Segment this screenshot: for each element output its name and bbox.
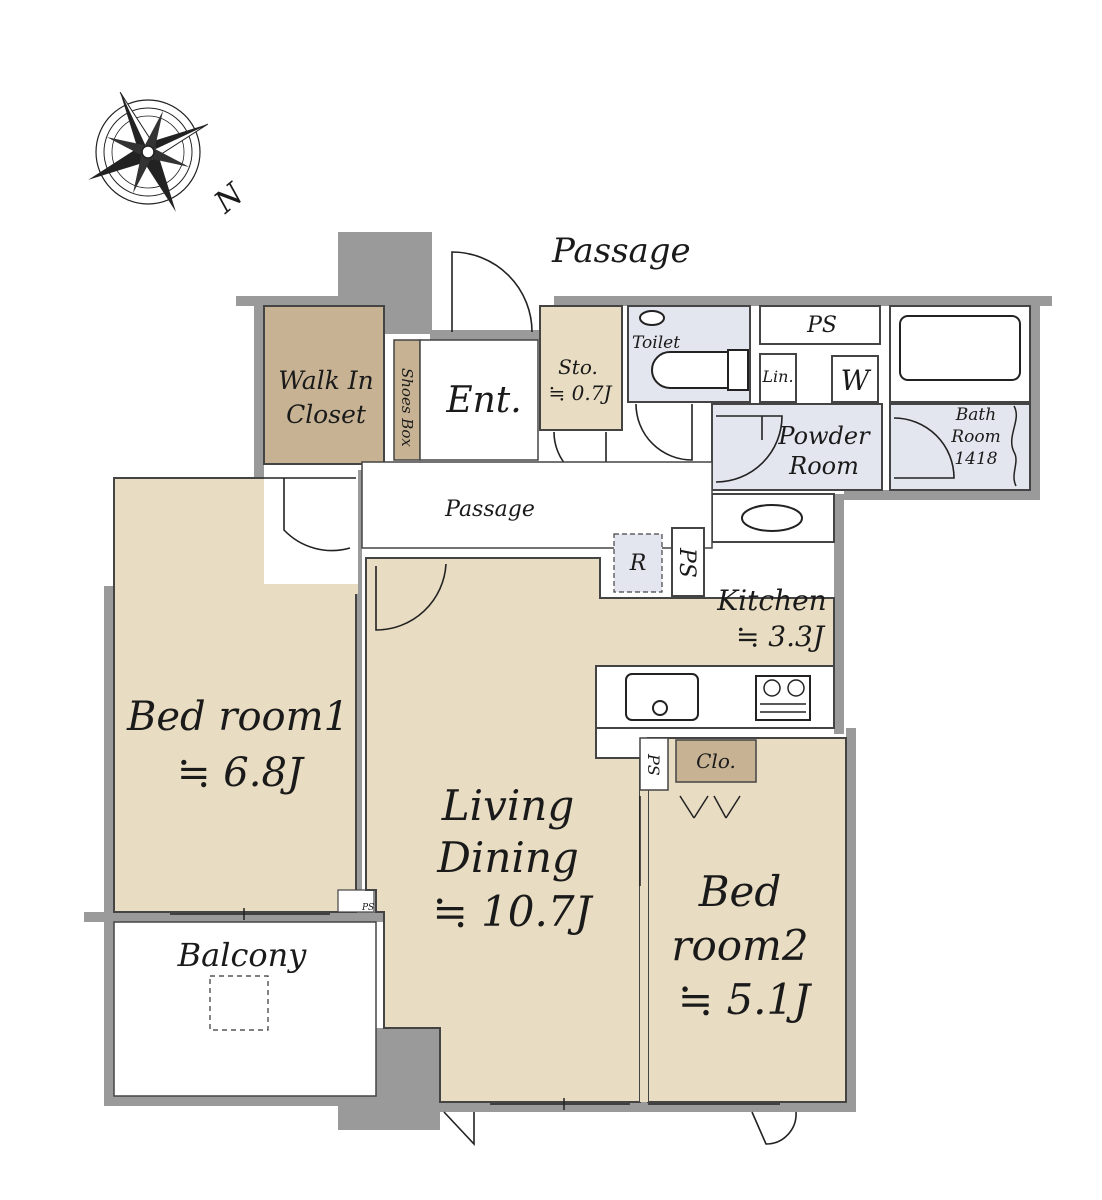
storage-size: ≒ 0.7J — [549, 381, 613, 405]
closet-label: Clo. — [696, 749, 736, 773]
linen-label: Lin. — [761, 367, 793, 386]
living-size: ≒ 10.7J — [433, 887, 594, 936]
storage-room — [539, 305, 623, 431]
balcony-label: Balcony — [177, 936, 308, 974]
inner-passage — [361, 461, 713, 549]
storage-label: Sto. — [558, 355, 598, 379]
ps-kitchen-label: PS — [674, 547, 699, 578]
ps-top — [759, 305, 881, 345]
washer-label: W — [841, 364, 872, 397]
stove-icon — [755, 675, 811, 721]
bath-room-label-3: 1418 — [954, 449, 997, 469]
bath-room-door — [893, 417, 955, 479]
inner-passage-label: Passage — [444, 497, 535, 522]
bedroom-2-size: ≒ 5.1J — [678, 975, 812, 1024]
ps-small — [337, 889, 375, 913]
toilet-door — [635, 403, 693, 461]
bedroom-1-door — [283, 478, 351, 552]
entrance — [419, 339, 539, 461]
shoes-box-label: Shoes Box — [398, 368, 416, 447]
toilet-label: Toilet — [632, 333, 680, 353]
kitchen-sink-icon — [625, 673, 699, 721]
ps-top-label: PS — [806, 313, 837, 338]
bedroom-2 — [647, 737, 847, 1103]
north-label: N — [207, 176, 252, 221]
living-door — [375, 563, 447, 631]
kitchen-label: Kitchen — [716, 584, 826, 617]
bedroom-2-label-1: Bed — [698, 867, 782, 916]
balcony — [113, 921, 377, 1097]
entrance-door — [451, 251, 533, 333]
walk-in-closet — [263, 305, 385, 465]
bath-room-label-2: Room — [950, 427, 1000, 447]
powder-room — [711, 403, 883, 491]
ps-bed2 — [639, 737, 669, 791]
powder-room-label-2: Room — [788, 452, 859, 480]
bedroom-1-size: ≒ 6.8J — [177, 750, 305, 796]
linen-closet — [759, 353, 797, 403]
fridge-label: R — [629, 551, 647, 576]
balcony-door-swing-left — [443, 1111, 475, 1147]
bedroom-1-label: Bed room1 — [126, 694, 349, 740]
balcony-door-swing-right — [751, 1111, 797, 1145]
outer-passage-label: Passage — [551, 231, 691, 271]
closet-doors — [679, 795, 741, 819]
balcony-hatch — [209, 975, 269, 1031]
entrance-label: Ent. — [445, 380, 521, 421]
toilet-tank-icon — [639, 310, 665, 326]
shoes-box — [393, 339, 421, 461]
walk-in-closet-label-2: Closet — [286, 400, 367, 429]
kitchen-size: ≒ 3.3J — [736, 620, 826, 653]
washer — [831, 355, 879, 403]
fridge-space — [613, 533, 663, 593]
bath-room-label-1: Bath — [955, 405, 996, 425]
closet — [675, 739, 757, 783]
ps-kitchen — [671, 527, 705, 597]
ps-small-label: PS — [361, 903, 374, 913]
compass-rose-icon — [88, 91, 209, 212]
ps-bed2-label: PS — [644, 753, 663, 776]
bath-room — [889, 403, 1031, 491]
powder-room-label-1: Powder — [777, 422, 871, 450]
sink-icon — [741, 504, 803, 532]
bathtub-icon — [899, 315, 1021, 381]
bedroom-2-label-2: room2 — [671, 921, 808, 970]
toilet-bowl-icon — [651, 351, 729, 389]
powder-room-door — [715, 415, 783, 483]
walk-in-closet-label-1: Walk In — [278, 366, 374, 395]
living-label-2: Dining — [436, 833, 579, 882]
living-label-1: Living — [441, 781, 574, 830]
